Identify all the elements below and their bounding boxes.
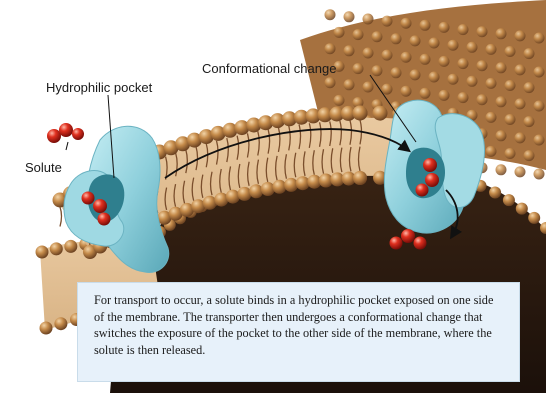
lipid-head bbox=[64, 240, 77, 253]
lipid-head bbox=[325, 9, 336, 20]
lipid-head bbox=[353, 106, 368, 121]
lipid-head bbox=[50, 242, 63, 255]
lipid-head bbox=[410, 35, 421, 46]
lipid-head bbox=[477, 60, 488, 71]
lipid-head bbox=[515, 98, 526, 109]
lipid-head bbox=[353, 29, 364, 40]
solute-pointer-line bbox=[66, 142, 68, 150]
lipid-head bbox=[505, 80, 516, 91]
solute-label: Solute bbox=[25, 161, 62, 174]
lipid-head bbox=[401, 18, 412, 29]
lipid-head bbox=[238, 187, 252, 201]
lipid-head bbox=[261, 182, 275, 196]
lipid-head bbox=[496, 130, 507, 141]
lipid-head bbox=[420, 20, 431, 31]
lipid-head bbox=[363, 14, 374, 25]
lipid-head bbox=[391, 67, 402, 78]
lipid-head bbox=[382, 84, 393, 95]
lipid-head bbox=[505, 148, 516, 159]
lipid-head bbox=[353, 171, 367, 185]
lipid-head bbox=[334, 95, 345, 106]
lipid-head bbox=[458, 92, 469, 103]
lipid-head bbox=[524, 116, 535, 127]
lipid-head bbox=[503, 194, 515, 206]
lipid-head bbox=[496, 62, 507, 73]
conformational-change-label: Conformational change bbox=[202, 62, 336, 75]
lipid-head bbox=[515, 30, 526, 41]
lipid-head bbox=[496, 164, 507, 175]
lipid-head bbox=[344, 11, 355, 22]
lipid-head bbox=[448, 74, 459, 85]
lipid-head bbox=[528, 212, 540, 224]
lipid-head bbox=[524, 48, 535, 59]
lipid-head bbox=[515, 64, 526, 75]
lipid-head bbox=[534, 101, 545, 112]
lipid-head bbox=[505, 114, 516, 125]
lipid-head bbox=[477, 94, 488, 105]
lipid-head bbox=[401, 52, 412, 63]
lipid-head bbox=[54, 317, 67, 330]
lipid-head bbox=[382, 50, 393, 61]
lipid-tail bbox=[60, 207, 62, 227]
lipid-head bbox=[334, 27, 345, 38]
lipid-head bbox=[353, 63, 364, 74]
lipid-head bbox=[505, 46, 516, 57]
lipid-head bbox=[372, 31, 383, 42]
lipid-head bbox=[363, 82, 374, 93]
lipid-head bbox=[515, 166, 526, 177]
lipid-head bbox=[249, 184, 263, 198]
lipid-head bbox=[524, 82, 535, 93]
lipid-head bbox=[272, 180, 286, 194]
lipid-head bbox=[344, 45, 355, 56]
lipid-head bbox=[486, 112, 497, 123]
lipid-head bbox=[439, 56, 450, 67]
lipid-head bbox=[458, 58, 469, 69]
figure-caption: For transport to occur, a solute binds i… bbox=[77, 282, 520, 382]
lipid-head bbox=[486, 78, 497, 89]
lipid-head bbox=[534, 67, 545, 78]
lipid-head bbox=[515, 132, 526, 143]
lipid-head bbox=[534, 33, 545, 44]
lipid-head bbox=[524, 150, 535, 161]
lipid-head bbox=[516, 203, 528, 215]
lipid-head bbox=[486, 146, 497, 157]
lipid-head bbox=[226, 190, 240, 204]
lipid-head bbox=[40, 322, 53, 335]
lipid-head bbox=[372, 65, 383, 76]
lipid-head bbox=[477, 26, 488, 37]
lipid-head bbox=[420, 54, 431, 65]
lipid-head bbox=[429, 72, 440, 83]
lipid-head bbox=[420, 88, 431, 99]
lipid-head bbox=[534, 169, 545, 180]
lipid-head bbox=[325, 77, 336, 88]
lipid-head bbox=[448, 40, 459, 51]
lipid-head bbox=[344, 79, 355, 90]
lipid-head bbox=[467, 76, 478, 87]
lipid-head bbox=[467, 42, 478, 53]
lipid-head bbox=[363, 48, 374, 59]
lipid-head bbox=[401, 86, 412, 97]
lipid-head bbox=[534, 135, 545, 146]
lipid-head bbox=[458, 24, 469, 35]
lipid-head bbox=[429, 38, 440, 49]
lipid-head bbox=[391, 33, 402, 44]
lipid-head bbox=[486, 44, 497, 55]
lipid-head bbox=[325, 43, 336, 54]
lipid-head bbox=[439, 90, 450, 101]
lipid-head bbox=[410, 69, 421, 80]
lipid-head bbox=[36, 246, 49, 259]
lipid-head bbox=[382, 16, 393, 27]
lipid-head bbox=[373, 106, 388, 121]
hydrophilic-pocket-label: Hydrophilic pocket bbox=[46, 81, 152, 94]
lipid-head bbox=[489, 187, 501, 199]
solute-molecule-icon bbox=[47, 123, 84, 143]
lipid-head bbox=[496, 96, 507, 107]
lipid-head bbox=[496, 28, 507, 39]
lipid-head bbox=[439, 22, 450, 33]
